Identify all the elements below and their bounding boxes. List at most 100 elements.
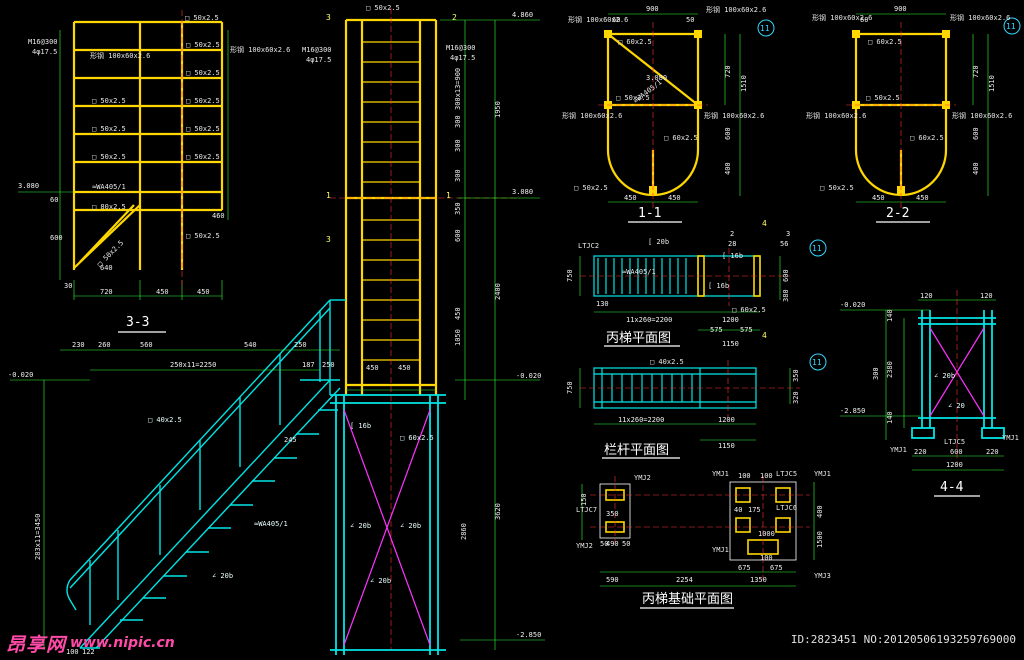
v11-dim-60: 60	[612, 16, 620, 24]
splan-part-b: [ 16b	[708, 282, 729, 290]
splan-dim-1150: 1150	[722, 340, 739, 348]
splan-dim-600: 600	[782, 269, 790, 282]
ladder-angle-a: ∠ 20b	[350, 522, 371, 530]
sec44-bottom-600: 600	[950, 448, 963, 456]
ladder-bolt-right: M16@300	[446, 44, 476, 52]
sec33-dim-450b: 450	[197, 288, 210, 296]
ladder-dim-900: 300x13=900	[454, 68, 462, 110]
ladder-bolt: M16@300	[302, 46, 332, 54]
rplan-dim-2200: 11x260=2200	[618, 416, 664, 424]
fplan-tag-ltjc6: LTJC6	[776, 504, 797, 512]
ladder-channel: [ 16b	[350, 422, 371, 430]
stair-stringer: ∠ 20b	[212, 572, 233, 580]
splan-channel: [ 20b	[648, 238, 669, 246]
splan-dim-1200: 1200	[722, 316, 739, 324]
sec33-tube-row-1: □ 50x2.5	[186, 41, 220, 49]
ladder-dim-350: 350	[454, 202, 462, 215]
v22-channel-mid-right: 形钢 100x60x2.6	[952, 111, 1012, 120]
ladder-dim-450: 450	[454, 307, 462, 320]
ladder-width-1: 450	[366, 364, 379, 372]
sec33-tube-row-5: □ 50x2.5	[186, 153, 220, 161]
rail-plan: 11 □ 40x2.5 750 11x260=2200 1200 1150 35…	[566, 353, 827, 459]
sec44-side-2380: 2380	[886, 361, 894, 378]
fplan-dim-675a: 675	[738, 564, 751, 572]
v22-tube-bottom: □ 50x2.5	[820, 184, 854, 192]
stair-dim-250a: 250	[294, 341, 307, 349]
fplan-dim-100b: 100	[760, 472, 773, 480]
ladder-dim-2860: 2860	[460, 523, 468, 540]
ladder-dim-600: 600	[454, 229, 462, 242]
v11-tube-mid: □ 60x2.5	[664, 134, 698, 142]
sec33-dim-640: 640	[100, 264, 113, 272]
sec33-dim-720: 720	[100, 288, 113, 296]
stair-dim-187: 187	[302, 361, 315, 369]
stair-bottom-100: 100	[66, 648, 79, 656]
v11-tube-small: □ 50x2.5	[616, 94, 650, 102]
watermark: 昂享网 www.nipic.cn	[6, 632, 175, 656]
sec33-dim-600: 600	[50, 234, 63, 242]
section-3-3: □ 50x2.5 M16@300 4φ17.5 形钢 100x60x2.6 形钢…	[18, 10, 290, 333]
sec33-tube-left-3: □ 50x2.5	[92, 153, 126, 161]
v11-side-600: 600	[724, 127, 732, 140]
splan-sec-num-4: 56	[780, 240, 788, 248]
ladder-dim-300c: 300	[454, 169, 462, 182]
v22-side-600: 600	[972, 127, 980, 140]
ladder-label-top: □ 50x2.5	[366, 4, 400, 12]
section-4-4: -0.020 -2.850 ∠ 20b ∠ 20 YMJ1 LTJC5 YMJ1…	[840, 290, 1019, 497]
rplan-dim-1150: 1150	[718, 442, 735, 450]
v11-elev: 3.080	[646, 74, 667, 82]
sec44-title: 4-4	[940, 480, 964, 495]
sec44-top-120a: 120	[920, 292, 933, 300]
splan-title: 丙梯平面图	[606, 331, 671, 346]
v22-title: 2-2	[886, 206, 909, 221]
v11-tube-top: □ 60x2.5	[618, 38, 652, 46]
splan-sec-num-1: 2	[730, 230, 734, 238]
sec44-bottom-220a: 220	[914, 448, 927, 456]
fplan-dim-40: 40	[734, 506, 742, 514]
watermark-brand: 昂享网	[6, 633, 67, 656]
v22-tube-small: □ 50x2.5	[866, 94, 900, 102]
sec33-channel-lower: □ 80x2.5	[92, 203, 126, 211]
rplan-dim-750: 750	[566, 381, 574, 394]
v22-channel-mid-left: 形钢 100x60x2.6	[806, 111, 866, 120]
image-id-line: ID:2823451 NO:20120506193259769000	[790, 633, 1016, 646]
sec33-dim-60: 60	[50, 196, 58, 204]
v22-dim-60: 60	[860, 16, 868, 24]
ladder-sec-mark-1: 3	[326, 13, 331, 22]
v11-channel-right: 形钢 100x60x2.6	[706, 5, 766, 14]
fplan-tag-ymj1-c: YMJ1	[712, 546, 729, 554]
watermark-url: www.nipic.cn	[70, 635, 175, 651]
v22-bottom-450a: 450	[872, 194, 885, 202]
sec44-tag-ymj1-right: YMJ1	[1002, 434, 1019, 442]
v22-tag: 11	[1006, 22, 1016, 31]
rplan-dim-350: 350	[792, 369, 800, 382]
ladder-angle-c: ∠ 20b	[370, 577, 391, 585]
fplan-dim-490: 490	[606, 540, 619, 548]
v22-bottom-450b: 450	[916, 194, 929, 202]
fplan-title: 丙梯基础平面图	[642, 592, 733, 607]
sec33-tube-row-2: □ 50x2.5	[186, 69, 220, 77]
v11-title: 1-1	[638, 206, 661, 221]
sec44-top-120b: 120	[980, 292, 993, 300]
fplan-tag-ymj2-top: YMJ2	[634, 474, 651, 482]
foundation-plan: YMJ2 LTJC7 YMJ2 YMJ1 LTJC5 YMJ1 LTJC6 YM…	[576, 470, 831, 609]
v22-side-400: 400	[972, 162, 980, 175]
fplan-tag-ymj1-a: YMJ1	[712, 470, 729, 478]
ladder-dim-300b: 300	[454, 139, 462, 152]
ladder-elev-top: 4.860	[512, 11, 533, 19]
fplan-dim-100c: 100	[760, 554, 773, 562]
splan-part-a: [ 16b	[722, 252, 743, 260]
fplan-dim-150: 150	[580, 493, 588, 506]
splan-tag: 11	[812, 244, 822, 253]
rplan-tag: 11	[812, 358, 822, 367]
stair-dim-560: 560	[140, 341, 153, 349]
v11-channel-mid-left: 形钢 100x60x2.6	[562, 111, 622, 120]
stair-dim-540: 540	[244, 341, 257, 349]
stair-dim-260: 260	[98, 341, 111, 349]
ladder-dim-3620: 3620	[494, 503, 502, 520]
sec44-brace: ∠ 20	[948, 402, 965, 410]
v11-tube-bottom: □ 50x2.5	[574, 184, 608, 192]
sec44-tag-ltjc5: LTJC5	[944, 438, 965, 446]
v22-channel-left: 形钢 100x60x2.6	[812, 13, 872, 22]
